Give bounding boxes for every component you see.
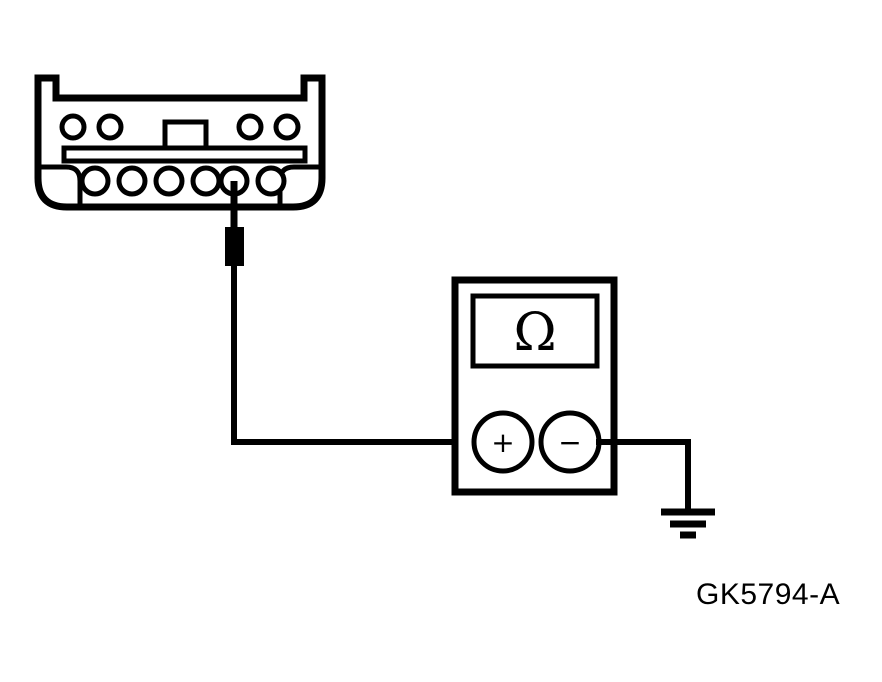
meter-display-window: [470, 293, 600, 369]
connector-pin-top-4: [273, 113, 301, 141]
connector-outline: [34, 74, 326, 211]
connector-pin-bottom-3: [153, 165, 185, 197]
ohmmeter: Ω + −: [451, 276, 618, 496]
connector-pin-top-1: [59, 113, 87, 141]
connector-pin-bottom-6: [255, 165, 287, 197]
omega-symbol: Ω: [513, 303, 556, 363]
negative-terminal-symbol: −: [558, 426, 581, 459]
connector-pin-bottom-4: [190, 165, 222, 197]
probe-lead-assembly: [225, 181, 480, 445]
connector-pin-top-2: [96, 113, 124, 141]
connector-pin-top-3: [236, 113, 264, 141]
connector-pin-bottom-2: [116, 165, 148, 197]
positive-terminal-symbol: +: [491, 426, 514, 459]
reference-label: GK5794-A: [696, 578, 840, 611]
connector-pin-bottom-1: [79, 165, 111, 197]
ground-lead-assembly: [596, 439, 715, 539]
positive-terminal[interactable]: [471, 410, 535, 474]
electrical-connector: [34, 74, 326, 211]
connector-keying-tab: [162, 119, 209, 153]
test-probe-body: [225, 227, 244, 266]
connector-retainer-bar: [61, 145, 308, 164]
